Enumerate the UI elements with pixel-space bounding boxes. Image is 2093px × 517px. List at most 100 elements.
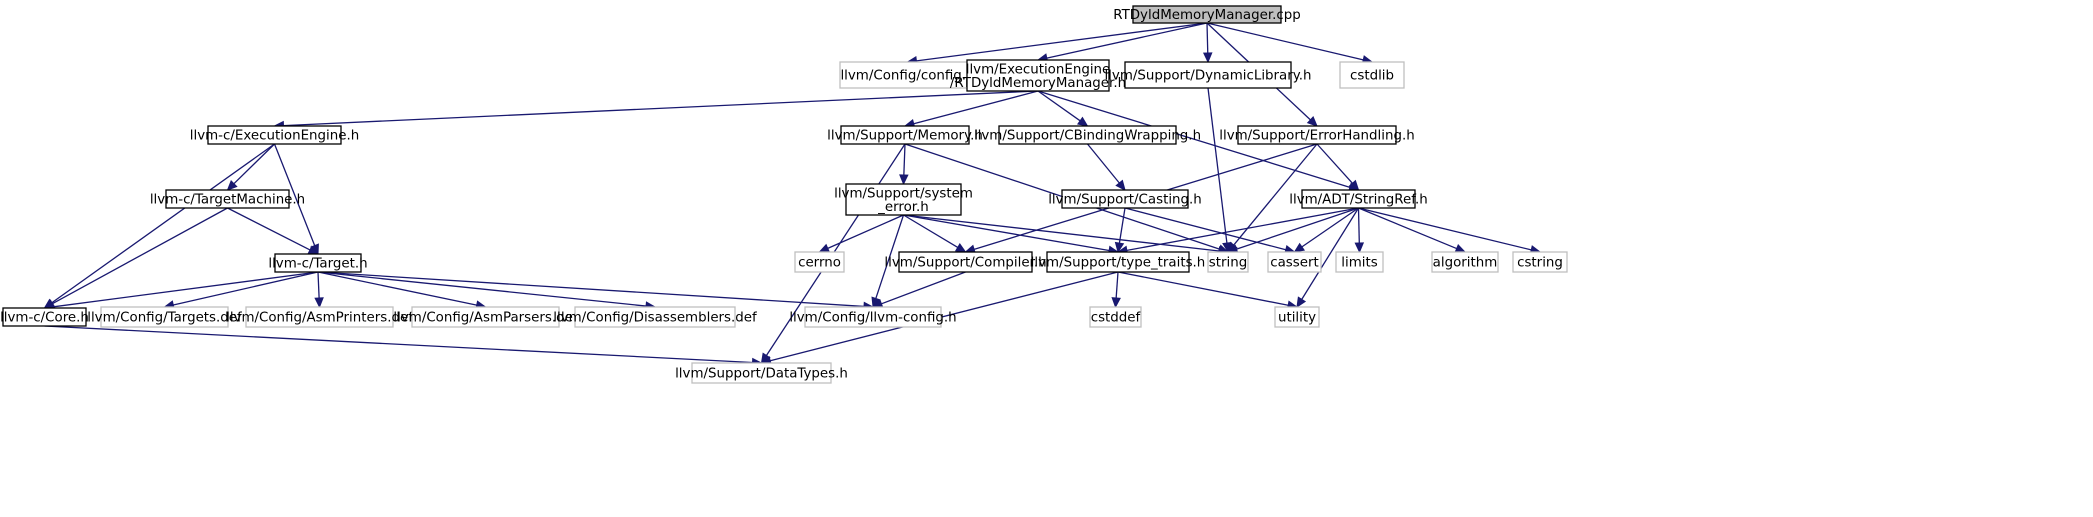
node-llvm-support-memory-h[interactable]: llvm/Support/Memory.h — [827, 125, 983, 145]
node-llvm-support-dynamiclibrary-h[interactable]: llvm/Support/DynamicLibrary.h — [1104, 61, 1312, 89]
node-box — [1132, 5, 1282, 24]
node-box — [574, 306, 736, 328]
edge-strref-to-utility — [1296, 207, 1360, 309]
node-box — [966, 59, 1110, 92]
edge-typetraits-to-cstddef — [1111, 271, 1121, 309]
node-label: llvm/Support/CBindingWrapping.h — [974, 129, 1201, 144]
node-box — [207, 125, 342, 145]
node-label: cstdlib — [1350, 69, 1394, 84]
edge-line — [1357, 207, 1360, 244]
edge-line — [51, 143, 275, 304]
edge-ctm-to-ctarget — [227, 207, 320, 255]
edge-line — [52, 207, 228, 305]
edge-strref-to-cstring — [1358, 207, 1542, 255]
edge-arrowhead — [1306, 116, 1318, 127]
edge-arrowhead — [1296, 296, 1307, 309]
node-box — [691, 362, 832, 384]
node-cstdlib: cstdlib — [1339, 61, 1405, 89]
node-label: llvm/Config/Disassemblers.def — [553, 311, 757, 326]
edge-root-to-cstdlib — [1206, 22, 1374, 65]
node-llvm-c-target-h[interactable]: llvm-c/Target.h — [268, 253, 368, 273]
edge-line — [227, 207, 311, 251]
node-llvm-support-cbindingwrapping-h[interactable]: llvm/Support/CBindingWrapping.h — [974, 125, 1201, 145]
edge-ctarget-to-asmprinters — [314, 271, 324, 309]
node-llvm-support-datatypes-h: llvm/Support/DataTypes.h — [675, 362, 848, 384]
node-llvm-config-targets-def: llvm/Config/Targets.def — [87, 306, 242, 328]
node-box — [1335, 251, 1384, 273]
node-llvm-c-core-h[interactable]: llvm-c/Core.h — [0, 307, 89, 327]
node-llvm-executionengine-rtdyldmemorymanager-h[interactable]: llvm/ExecutionEngine/RTDyldMemoryManager… — [950, 59, 1126, 92]
edge-arrowhead — [1454, 243, 1467, 253]
edge-line — [770, 271, 1119, 362]
edge-line — [1207, 87, 1228, 244]
node-label: llvm/Config/llvm-config.h — [789, 311, 956, 326]
edge-line — [913, 90, 1039, 125]
edge-line — [173, 271, 319, 306]
edge-line — [1086, 143, 1120, 184]
edge-line — [903, 143, 906, 176]
node-box — [1512, 251, 1568, 273]
node-label: llvm/ExecutionEngine — [966, 62, 1111, 77]
node-llvm-support-casting-h[interactable]: llvm/Support/Casting.h — [1048, 189, 1202, 209]
node-label: llvm/Support/Compiler.h — [884, 256, 1046, 271]
edge-line — [1124, 207, 1286, 251]
edge-line — [903, 214, 1220, 252]
edge-line — [827, 214, 904, 249]
edge-line — [1358, 207, 1532, 251]
edge-cbw-to-casting — [1086, 143, 1126, 191]
node-llvm-c-targetmachine-h[interactable]: llvm-c/TargetMachine.h — [150, 189, 305, 209]
edge-line — [317, 271, 647, 307]
node-llvm-support-compiler-h[interactable]: llvm/Support/Compiler.h — [884, 251, 1047, 273]
node-box — [245, 306, 394, 328]
node-label: llvm/Config/AsmPrinters.def — [226, 311, 413, 326]
node-llvm-support-type-traits-h[interactable]: llvm/Support/type_traits.h — [1031, 251, 1206, 273]
node-box — [1431, 251, 1499, 273]
node-label: algorithm — [1433, 256, 1498, 271]
node-cstring: cstring — [1512, 251, 1568, 273]
edge-casting-to-typetraits — [1114, 207, 1126, 254]
node-llvm-config-asmprinters-def: llvm/Config/AsmPrinters.def — [226, 306, 413, 328]
node-label: cassert — [1270, 256, 1319, 271]
node-llvm-config-llvm-config-h: llvm/Config/llvm-config.h — [789, 306, 957, 328]
edge-line — [1301, 207, 1360, 300]
edge-line — [916, 22, 1208, 62]
node-llvm-c-executionengine-h[interactable]: llvm-c/ExecutionEngine.h — [190, 125, 359, 145]
node-box — [1301, 189, 1416, 209]
node-limits: limits — [1335, 251, 1384, 273]
node-label: llvm-c/TargetMachine.h — [150, 193, 305, 208]
edge-errh-to-strref — [1316, 143, 1360, 191]
edge-line — [44, 325, 753, 364]
edge-line — [273, 143, 316, 246]
edge-line — [1118, 207, 1126, 244]
edge-memory-to-syserr — [899, 143, 909, 186]
node-llvm-config-config-h: llvm/Config/config.h — [839, 61, 976, 89]
node-label: llvm/ADT/StringRef.h — [1289, 193, 1427, 208]
edge-compiler-to-llvmconfig — [871, 271, 966, 309]
node-llvm-support-system-error-h[interactable]: llvm/Support/system_error.h — [834, 183, 973, 216]
node-llvm-support-errorhandling-h[interactable]: llvm/Support/ErrorHandling.h — [1219, 125, 1415, 145]
edge-arrowhead — [1111, 297, 1121, 309]
node-llvm-adt-stringref-h[interactable]: llvm/ADT/StringRef.h — [1289, 189, 1428, 209]
edge-line — [1316, 143, 1353, 184]
edge-root-to-eerdmm — [1036, 22, 1208, 63]
edge-arrowhead — [1354, 242, 1365, 254]
edge-arrowhead — [899, 174, 909, 186]
edge-ctarget-to-targetsdef — [163, 271, 319, 310]
node-label: cstring — [1517, 256, 1563, 271]
edge-arrowhead — [1293, 242, 1306, 253]
node-box — [1207, 251, 1249, 273]
node-box — [1237, 125, 1397, 145]
node-rtdyldmemorymanager-cpp[interactable]: RTDyldMemoryManager.cpp — [1113, 5, 1301, 24]
edge-line — [1236, 207, 1359, 250]
node-box — [1267, 251, 1322, 273]
node-box — [898, 251, 1033, 273]
edge-arrowhead — [314, 297, 324, 309]
edge-eerdmm-to-cbw — [1037, 90, 1089, 127]
edge-line — [1046, 22, 1208, 59]
node-box — [1089, 306, 1142, 328]
edge-line — [1358, 207, 1457, 250]
edge-arrowhead — [954, 243, 967, 253]
edge-ctm-to-ccore — [43, 207, 228, 309]
edge-strref-to-string — [1226, 207, 1359, 254]
